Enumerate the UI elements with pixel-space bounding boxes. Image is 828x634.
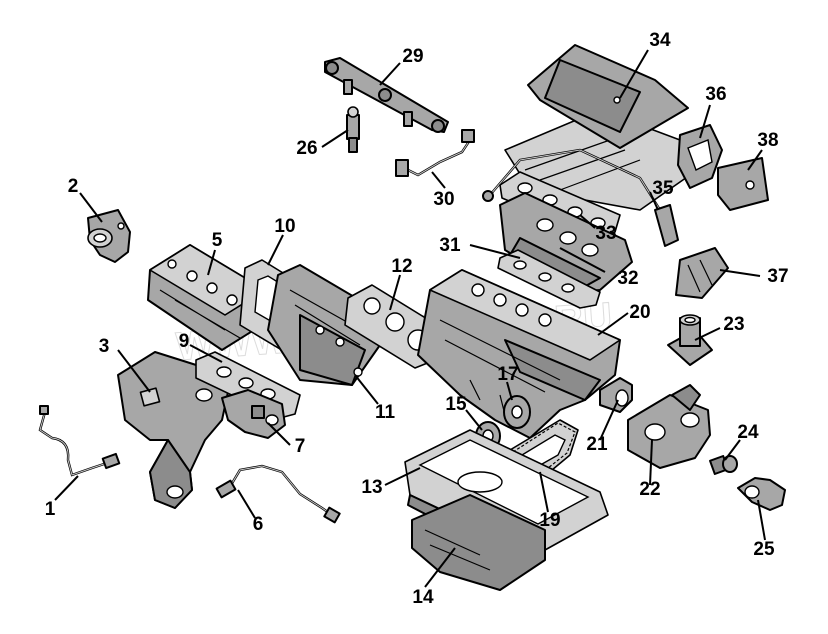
callout-32: 32 — [617, 268, 638, 289]
oxygen-sensor-1 — [38, 405, 121, 477]
cylinder-head-11 — [267, 264, 386, 386]
callout-20: 20 — [629, 302, 650, 323]
callout-24: 24 — [737, 422, 759, 443]
callout-labels: 1 2 3 5 6 7 9 10 11 12 13 14 15 17 19 20… — [45, 30, 789, 608]
callout-23: 23 — [723, 314, 744, 335]
exhaust-manifold-7 — [221, 389, 286, 439]
callout-15: 15 — [445, 394, 467, 415]
callout-17: 17 — [497, 364, 518, 385]
callout-14: 14 — [412, 587, 434, 608]
oil-pan-14 — [411, 494, 546, 591]
callout-12: 12 — [391, 256, 412, 277]
vacuum-pipe-35 — [482, 148, 679, 247]
fuel-injector-26 — [346, 106, 360, 153]
leader-lines — [54, 49, 766, 588]
callout-9: 9 — [179, 331, 190, 352]
throttle-body-36 — [677, 124, 723, 189]
water-pipe-21 — [599, 377, 633, 413]
callout-10: 10 — [274, 216, 295, 237]
callout-1: 1 — [45, 499, 56, 520]
callout-11: 11 — [375, 402, 396, 423]
callout-31: 31 — [439, 235, 461, 256]
callout-5: 5 — [212, 230, 223, 251]
callout-21: 21 — [586, 434, 608, 455]
callout-22: 22 — [639, 479, 660, 500]
exhaust-manifold-3 — [117, 351, 229, 509]
fuel-rail-29 — [324, 57, 449, 133]
oxygen-sensor-6 — [215, 464, 341, 524]
intake-manifold-32 — [499, 192, 633, 293]
callout-13: 13 — [361, 477, 382, 498]
callout-6: 6 — [253, 514, 264, 535]
callout-19: 19 — [539, 510, 560, 531]
callout-7: 7 — [295, 436, 306, 457]
callout-30: 30 — [433, 189, 454, 210]
callout-2: 2 — [68, 176, 79, 197]
engine-block-20 — [417, 269, 621, 439]
callout-36: 36 — [705, 84, 726, 105]
thermostat-housing-2 — [87, 209, 131, 263]
manifold-section-37 — [675, 247, 729, 299]
callout-29: 29 — [402, 46, 423, 67]
timing-pulley-17 — [503, 395, 531, 429]
callout-33: 33 — [595, 223, 616, 244]
wire-harness-30 — [395, 129, 475, 177]
bracket-38 — [717, 157, 769, 211]
water-outlet-25 — [737, 477, 786, 511]
callout-25: 25 — [753, 539, 775, 560]
outlet-fitting-23 — [667, 314, 713, 366]
intake-gasket-31 — [497, 249, 601, 309]
callout-38: 38 — [757, 130, 778, 151]
water-inlet-22 — [627, 384, 711, 469]
callout-37: 37 — [767, 266, 788, 287]
callout-34: 34 — [649, 30, 671, 51]
temperature-sensor-24 — [709, 455, 738, 475]
callout-3: 3 — [99, 336, 110, 357]
callout-35: 35 — [652, 178, 674, 199]
callout-26: 26 — [296, 138, 317, 159]
